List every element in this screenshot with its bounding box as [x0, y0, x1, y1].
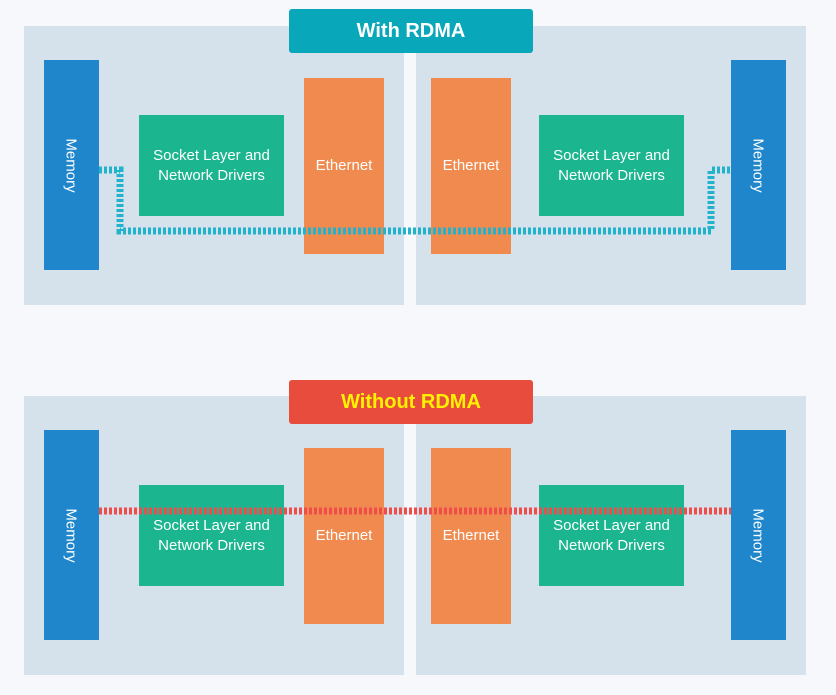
rdma-left-socket-layer-label: Socket Layer and Network Drivers	[153, 146, 270, 184]
rdma-left-socket-layer: Socket Layer and Network Drivers	[139, 115, 284, 216]
rdma-right-memory: Memory	[731, 60, 786, 270]
rdma-left-memory-label: Memory	[62, 137, 80, 193]
without-rdma-title: Without RDMA	[289, 380, 533, 424]
with-rdma-title: With RDMA	[289, 9, 533, 53]
no-rdma-right-memory-label: Memory	[749, 507, 767, 563]
no-rdma-left-ethernet-label: Ethernet	[315, 527, 373, 544]
no-rdma-right-ethernet-label: Ethernet	[442, 527, 500, 544]
rdma-right-memory-label: Memory	[749, 137, 767, 193]
no-rdma-left-socket-layer-label: Socket Layer and Network Drivers	[153, 516, 270, 554]
no-rdma-left-socket-layer: Socket Layer and Network Drivers	[139, 485, 284, 586]
with-rdma-title-text: With RDMA	[356, 19, 466, 42]
rdma-right-socket-layer: Socket Layer and Network Drivers	[539, 115, 684, 216]
without-rdma-title-text: Without RDMA	[341, 390, 481, 413]
rdma-left-memory: Memory	[44, 60, 99, 270]
rdma-right-ethernet: Ethernet	[431, 78, 511, 254]
no-rdma-left-ethernet: Ethernet	[304, 448, 384, 624]
no-rdma-left-memory: Memory	[44, 430, 99, 640]
rdma-right-socket-layer-label: Socket Layer and Network Drivers	[553, 146, 670, 184]
no-rdma-right-socket-layer-label: Socket Layer and Network Drivers	[553, 516, 670, 554]
no-rdma-left-memory-label: Memory	[62, 507, 80, 563]
rdma-right-ethernet-label: Ethernet	[442, 157, 500, 174]
no-rdma-right-ethernet: Ethernet	[431, 448, 511, 624]
rdma-left-ethernet-label: Ethernet	[315, 157, 373, 174]
no-rdma-right-socket-layer: Socket Layer and Network Drivers	[539, 485, 684, 586]
no-rdma-right-memory: Memory	[731, 430, 786, 640]
rdma-left-ethernet: Ethernet	[304, 78, 384, 254]
